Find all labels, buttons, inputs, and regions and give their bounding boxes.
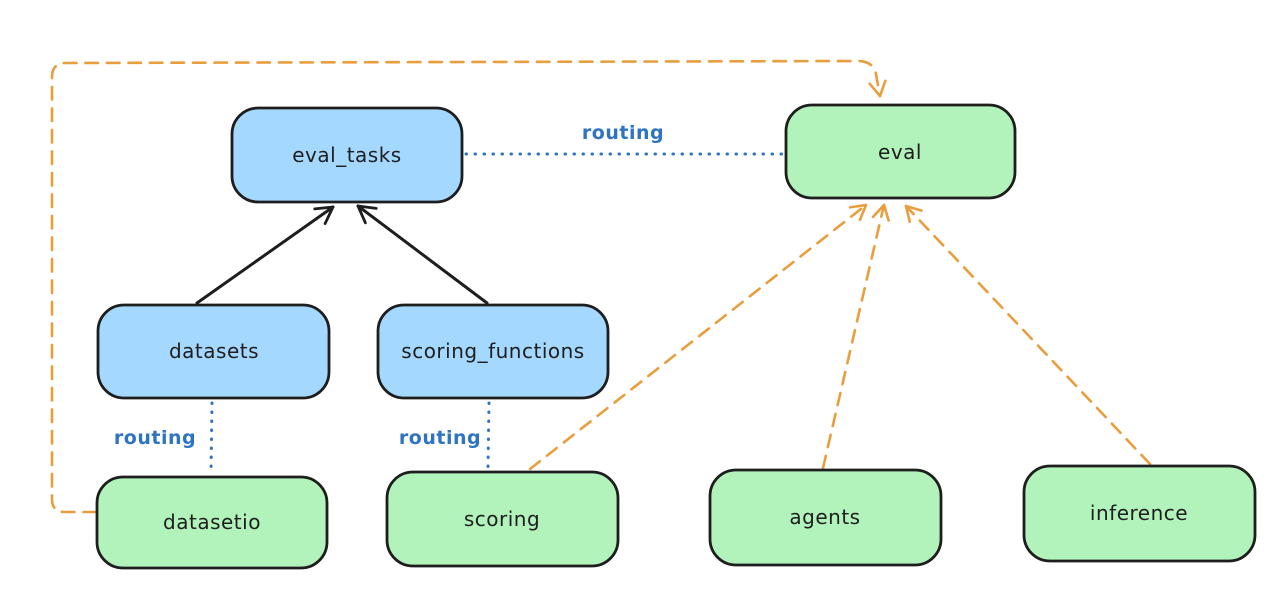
nodes-layer: eval_tasks eval datasets scoring_functio… bbox=[95, 103, 1257, 570]
node-eval-tasks: eval_tasks bbox=[230, 106, 464, 204]
edge-datasets-to-eval_tasks-arrow bbox=[195, 205, 335, 305]
node-scoring: scoring bbox=[385, 470, 620, 568]
node-datasetio: datasetio bbox=[95, 475, 329, 570]
edge-inference-to-eval-dashed-arrow bbox=[904, 204, 1152, 466]
node-datasets: datasets bbox=[96, 303, 331, 400]
node-scoring-label: scoring bbox=[464, 507, 540, 531]
node-agents-label: agents bbox=[789, 505, 860, 529]
routing-label-eval_tasks-eval: routing bbox=[582, 122, 664, 144]
node-inference: inference bbox=[1022, 464, 1257, 563]
node-datasetio-box bbox=[95, 475, 329, 570]
edge-scoring_functions-to-scoring-routing bbox=[486, 401, 491, 470]
node-datasets-box bbox=[96, 303, 331, 400]
edge-scoring_functions-to-eval_tasks-arrow bbox=[356, 204, 489, 305]
node-eval: eval bbox=[784, 103, 1017, 200]
edge-datasets-to-datasetio-routing bbox=[209, 401, 214, 476]
node-scoring-functions-box bbox=[376, 303, 610, 400]
node-scoring-functions-label: scoring_functions bbox=[401, 339, 584, 363]
node-inference-box bbox=[1022, 464, 1257, 563]
routing-label-datasets-datasetio: routing bbox=[114, 427, 196, 449]
node-eval-box bbox=[784, 103, 1017, 200]
node-eval-label: eval bbox=[878, 140, 922, 164]
edge-scoring-to-eval-dashed-arrow bbox=[528, 203, 868, 471]
edges-layer bbox=[50, 59, 1152, 514]
edge-datasetio-to-eval-dashed-arrow bbox=[50, 59, 887, 514]
node-datasets-label: datasets bbox=[169, 339, 259, 363]
node-agents-box bbox=[708, 468, 943, 567]
node-eval-tasks-label: eval_tasks bbox=[292, 143, 401, 167]
node-eval-tasks-box bbox=[230, 106, 464, 204]
node-agents: agents bbox=[708, 468, 943, 567]
node-scoring-box bbox=[385, 470, 620, 568]
routing-label-scoring_functions-scoring: routing bbox=[399, 427, 481, 449]
edge-labels-layer: routing routing routing bbox=[114, 122, 664, 449]
edge-agents-to-eval-dashed-arrow bbox=[821, 203, 890, 470]
node-inference-label: inference bbox=[1090, 501, 1188, 525]
node-datasetio-label: datasetio bbox=[163, 510, 261, 534]
node-scoring-functions: scoring_functions bbox=[376, 303, 610, 400]
